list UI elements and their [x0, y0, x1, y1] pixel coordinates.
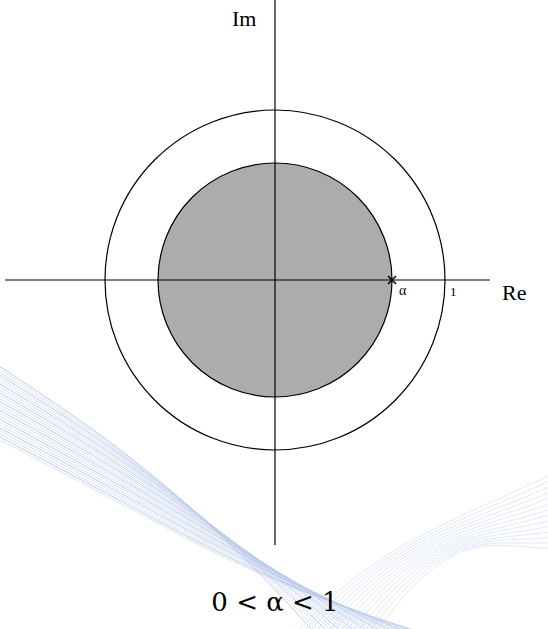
swirl-line: [348, 518, 548, 629]
swirl-line: [372, 542, 548, 629]
swirl-line: [366, 536, 548, 629]
swirl-line: [0, 432, 440, 629]
caption: 0 < α < 1: [211, 589, 338, 615]
swirl-line: [0, 378, 350, 629]
swirl-line: [330, 500, 548, 629]
pole-cross: [388, 276, 396, 284]
swirl-line: [0, 396, 380, 629]
swirl-line: [342, 512, 548, 629]
real-axis: [5, 279, 490, 280]
unit-label: 1: [450, 285, 457, 298]
swirl-line: [306, 476, 548, 629]
swirl-line: [0, 420, 420, 629]
swirl-line: [0, 390, 370, 629]
swirl-line: [0, 399, 385, 629]
alpha-label: α: [399, 284, 406, 298]
axis-label: Re: [502, 282, 526, 304]
swirl-line: [354, 524, 548, 629]
swirl-line: [0, 408, 400, 629]
swirl-line: [0, 423, 425, 629]
swirl-line: [0, 426, 430, 629]
background-swirl: [0, 360, 548, 629]
swirl-line: [324, 494, 548, 629]
swirl-line: [360, 530, 548, 629]
imaginary-axis: [274, 0, 275, 545]
swirl-line: [378, 545, 548, 629]
swirl-line: [318, 488, 548, 629]
swirl-line: [312, 482, 548, 629]
swirl-line: [336, 506, 548, 629]
swirl-line: [0, 402, 390, 629]
swirl-line: [0, 429, 435, 629]
axis-label: Im: [232, 8, 256, 30]
swirl-line: [0, 393, 375, 629]
swirl-line: [0, 375, 345, 629]
